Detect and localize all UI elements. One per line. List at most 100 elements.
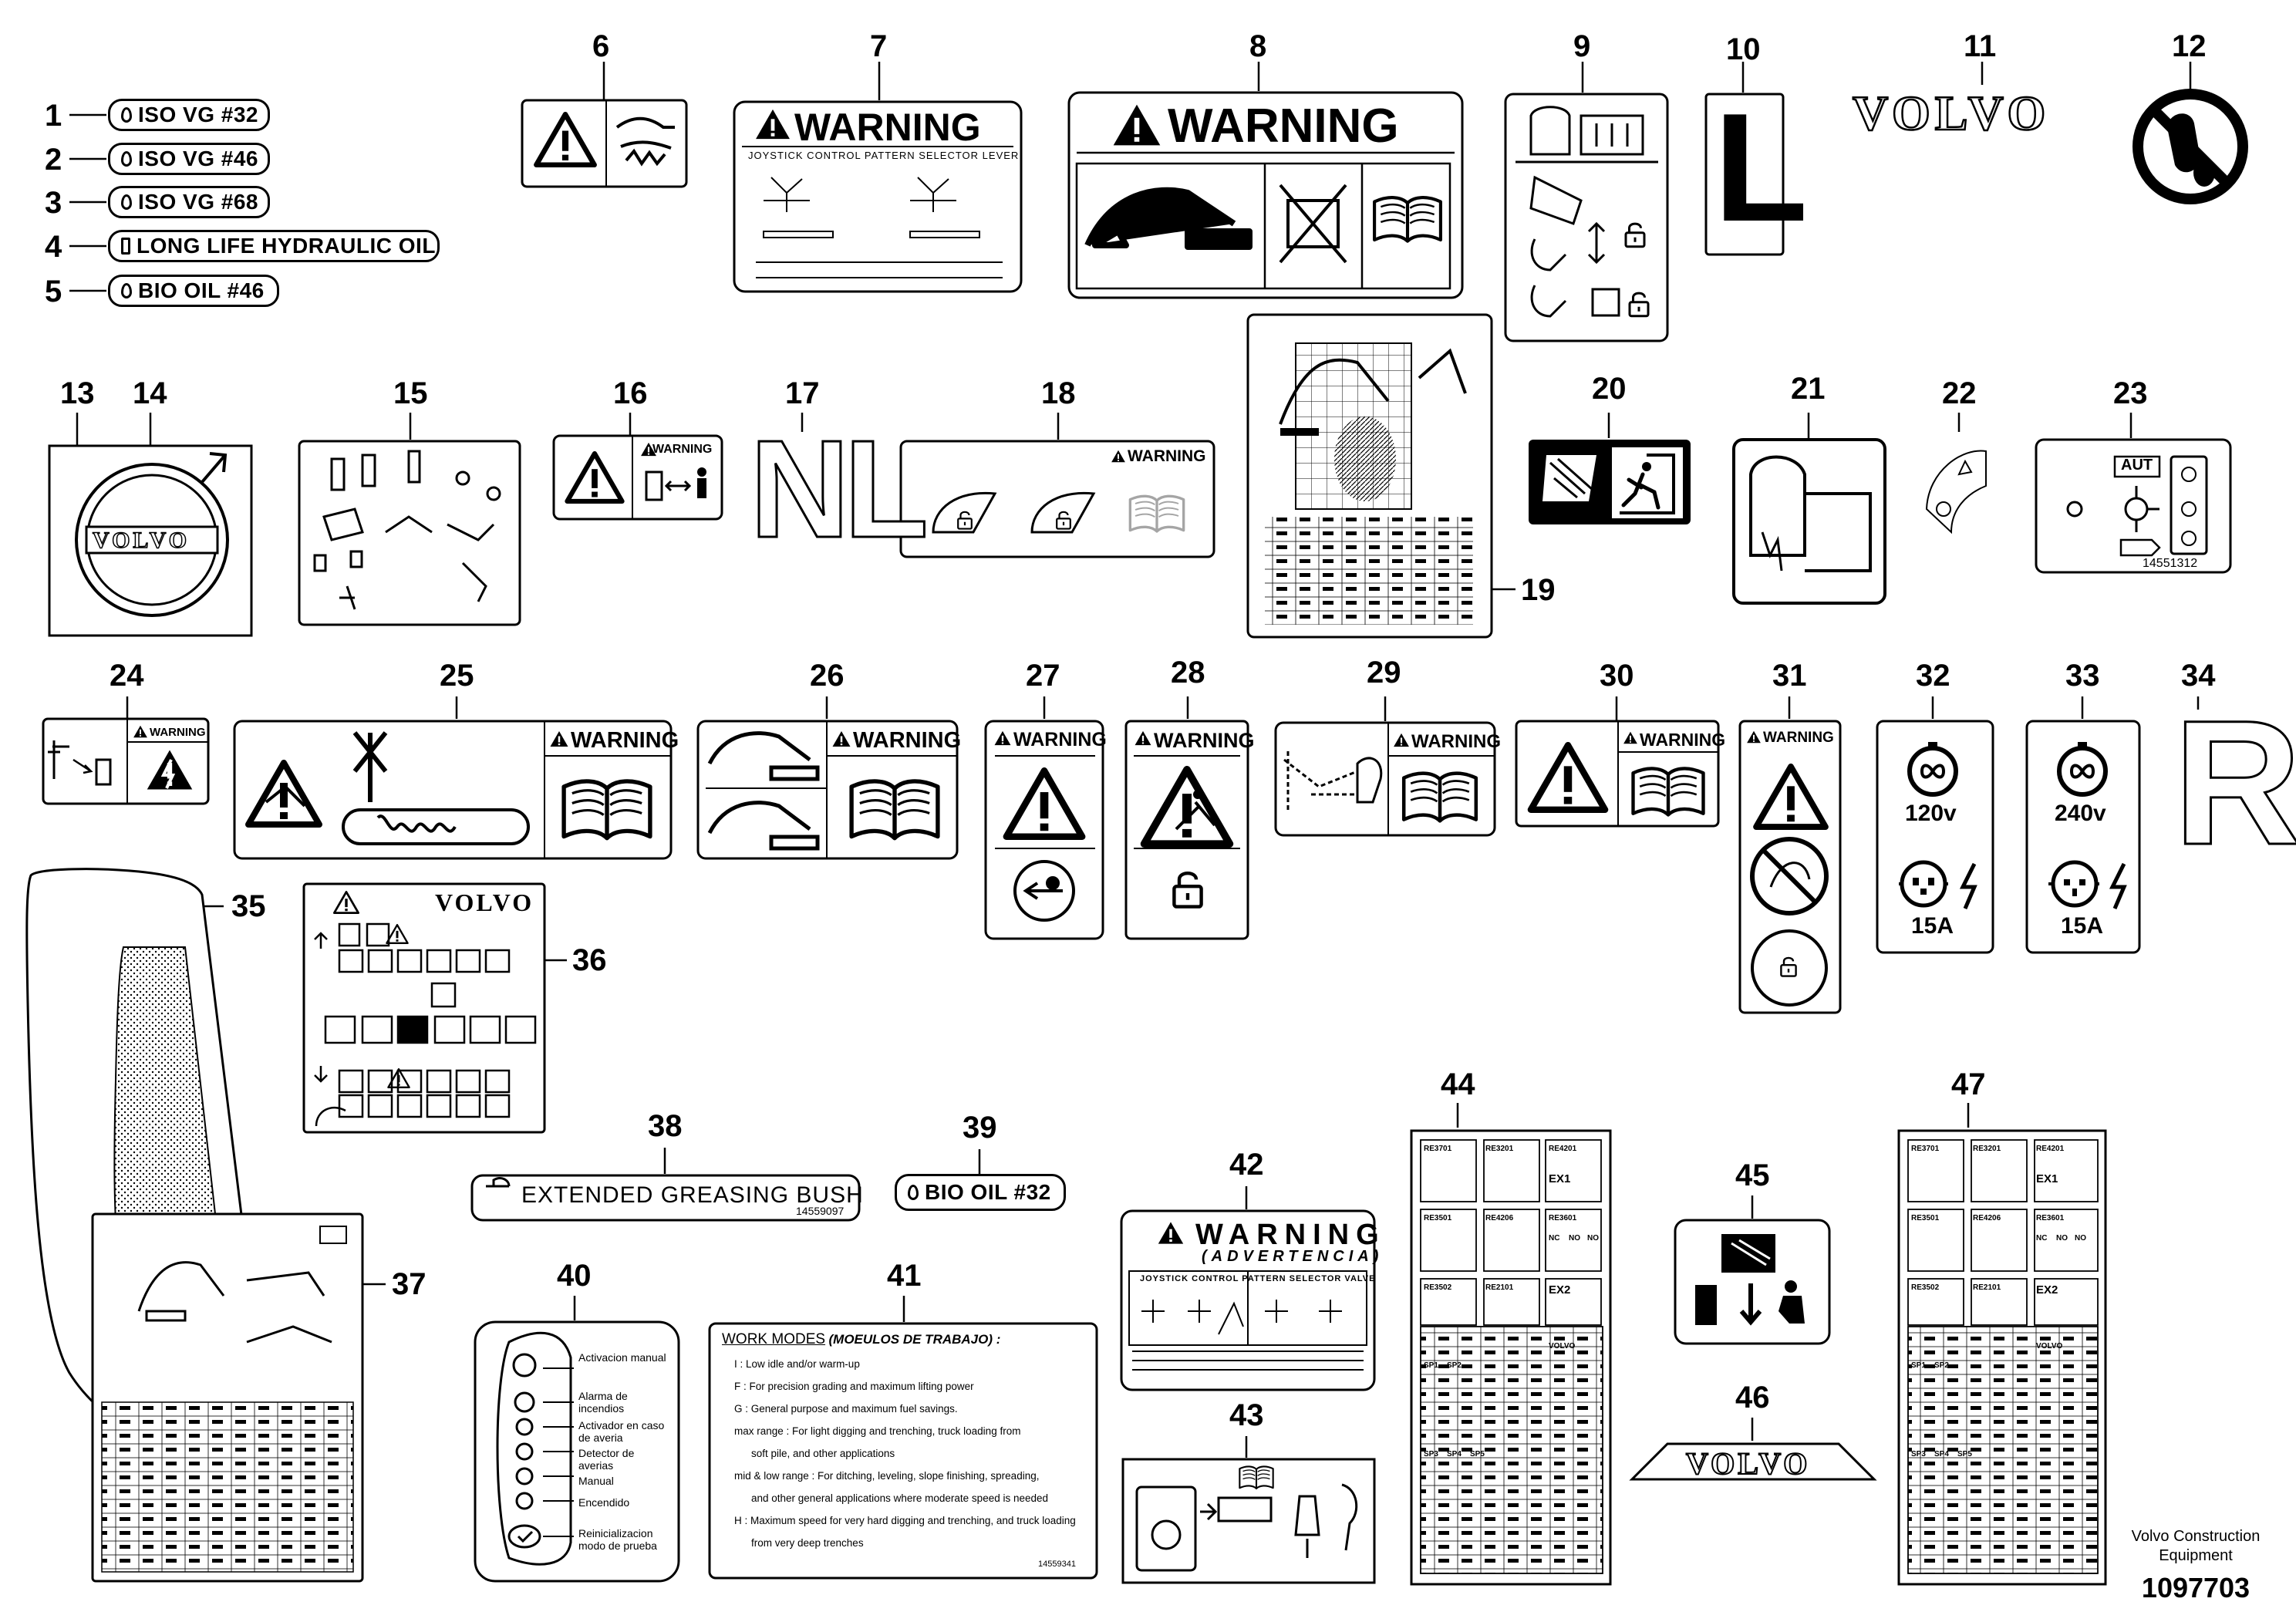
decal-43-fuel-filter-drain	[1121, 1436, 1376, 1584]
decal-44-fuse-label: EX2	[1549, 1283, 1571, 1297]
decal-47-fuse-label: NO	[2075, 1234, 2086, 1243]
callout-43: 43	[1229, 1398, 1264, 1432]
decal-7-heading: JOYSTICK CONTROL PATTERN SELECTOR LEVER	[748, 150, 1020, 161]
decal-44-fuse-label: RE3502	[1424, 1283, 1452, 1292]
decal-31-warning-word: WARNING	[1763, 730, 1834, 746]
decal-41-partno: 14559341	[1038, 1560, 1076, 1569]
callout-42: 42	[1229, 1148, 1264, 1182]
decal-44-fuse-label: RE3701	[1424, 1145, 1452, 1153]
decal-40-label: Activador en caso de averia	[578, 1419, 665, 1445]
decal-6-crush-hazard	[521, 62, 688, 188]
decal-44-fuse-label: RE3601	[1549, 1214, 1577, 1222]
callout-27: 27	[1026, 659, 1060, 693]
decal-25-warning-track-spring	[233, 696, 673, 860]
work-mode-line: I : Low idle and/or warm-up	[734, 1358, 860, 1370]
callout-30: 30	[1600, 659, 1634, 693]
decal-19-lift-capacity-chart	[1246, 313, 1515, 639]
decal-42-heading: JOYSTICK CONTROL PATTERN SELECTOR VALVE	[1140, 1274, 1376, 1283]
decal-29-warning-word: WARNING	[1411, 731, 1501, 752]
decal-40-label: Manual	[578, 1475, 614, 1487]
decal-44-fuse-label: SP4	[1447, 1450, 1462, 1458]
callout-35: 35	[231, 889, 266, 923]
oil-label-4: LONG LIFE HYDRAULIC OIL	[108, 230, 440, 262]
decal-46-volvo-text: VOLVO	[1685, 1445, 1811, 1482]
decal-41-work-modes	[708, 1296, 1098, 1580]
decal-44-fuse-label: RE4201	[1549, 1145, 1577, 1153]
callout-15: 15	[393, 376, 428, 410]
decal-22-small-round	[1925, 413, 1987, 534]
decal-44-fuse-label: NC	[1549, 1234, 1560, 1243]
work-mode-line: mid & low range : For ditching, leveling…	[734, 1470, 1040, 1482]
decal-34-letter: R	[2172, 683, 2296, 882]
decal-36-control-functions	[302, 882, 567, 1134]
callout-13: 13	[60, 376, 95, 410]
oil-label-leaders	[69, 113, 106, 292]
callout-7: 7	[870, 29, 888, 63]
callout-39: 39	[963, 1111, 997, 1145]
decal-28-warning-fall-lock	[1124, 696, 1249, 940]
decal-9-lock-pictograms	[1504, 62, 1669, 342]
decal-42-warning-word: WARNING	[1195, 1219, 1386, 1251]
callout-19: 19	[1521, 573, 1556, 607]
decal-16-warning-word: WARNING	[652, 443, 713, 456]
callout-1: 1	[45, 99, 62, 133]
oil-label-text: ISO VG #68	[138, 190, 258, 214]
callout-18: 18	[1041, 376, 1076, 410]
decal-41-content: WORK MODES (MOEULOS DE TRABAJO) : I : Lo…	[722, 1331, 1089, 1569]
callout-9: 9	[1573, 29, 1591, 63]
callout-40: 40	[557, 1259, 592, 1293]
oil-drop-icon	[121, 194, 132, 210]
callout-11: 11	[1964, 29, 1997, 63]
decal-47-fuse-label: RE3601	[2036, 1214, 2065, 1222]
callout-8: 8	[1249, 29, 1267, 63]
decal-21-cab-glass	[1732, 413, 1886, 605]
callout-25: 25	[440, 659, 474, 693]
decal-10-letter: L	[1714, 82, 1809, 254]
oil-drop-icon	[908, 1185, 919, 1200]
callout-12: 12	[2172, 29, 2207, 63]
callout-3: 3	[45, 186, 62, 220]
decal-25-warning-word: WARNING	[571, 728, 679, 753]
work-mode-line: and other general applications where mod…	[751, 1492, 1049, 1504]
decal-31-warning-tall	[1738, 696, 1842, 1014]
decal-47-fuse-label: SP2	[1934, 1361, 1949, 1370]
decal-8-warning-machine-manual	[1067, 62, 1464, 299]
oil-label-text: LONG LIFE HYDRAULIC OIL	[137, 234, 436, 258]
callout-17: 17	[785, 376, 820, 410]
callout-22: 22	[1942, 376, 1977, 410]
decal-44-fuse-label: RE4206	[1485, 1214, 1514, 1222]
decal-44-fuse-label: SP5	[1470, 1450, 1485, 1458]
decal-14-volvo-text: VOLVO	[92, 527, 190, 554]
work-mode-line: from very deep trenches	[751, 1537, 864, 1549]
callout-46: 46	[1735, 1381, 1770, 1415]
callout-32: 32	[1916, 659, 1950, 693]
decal-45-exit-downward	[1674, 1195, 1831, 1345]
decal-46-volvo-plate	[1629, 1418, 1877, 1481]
decal-11-volvo-text: VOLVO	[1852, 85, 2051, 142]
oil-label-5: BIO OIL #46	[108, 275, 279, 307]
decal-33-amps: 15A	[2061, 913, 2104, 939]
callout-14: 14	[133, 376, 167, 410]
decal-32-voltage: 120v	[1905, 801, 1957, 826]
decal-44-fuse-label: VOLVO	[1549, 1342, 1576, 1351]
decal-47-fuse-label: EX1	[2036, 1172, 2058, 1185]
decal-47-fuse-label: RE3502	[1911, 1283, 1940, 1292]
decal-32-amps: 15A	[1911, 913, 1954, 939]
decal-44-fuse-label: SP3	[1424, 1450, 1438, 1458]
decal-40-label: Alarma de incendios	[578, 1390, 628, 1415]
footer-company: Volvo Construction Equipment	[2131, 1528, 2261, 1564]
work-mode-line: F : For precision grading and maximum li…	[734, 1381, 974, 1392]
callout-20: 20	[1592, 372, 1627, 406]
decal-47-fuse-label: NC	[2036, 1234, 2048, 1243]
decal-47-fuse-label: SP3	[1911, 1450, 1926, 1458]
decal-44-fuse-label: RE3501	[1424, 1214, 1452, 1222]
decal-27-warning-vertical	[984, 696, 1104, 940]
decal-44-fuse-label: NO	[1569, 1234, 1580, 1243]
oil-can-icon	[121, 238, 130, 255]
decal-30-warning-word: WARNING	[1640, 730, 1726, 750]
decal-33-voltage: 240v	[2055, 801, 2106, 826]
decal-12-no-step	[2132, 62, 2248, 204]
decal-47-fuse-label: RE3201	[1973, 1145, 2001, 1153]
decal-38-extended-greasing-bush	[470, 1148, 861, 1222]
decal-44-fuse-label: NO	[1587, 1234, 1599, 1243]
